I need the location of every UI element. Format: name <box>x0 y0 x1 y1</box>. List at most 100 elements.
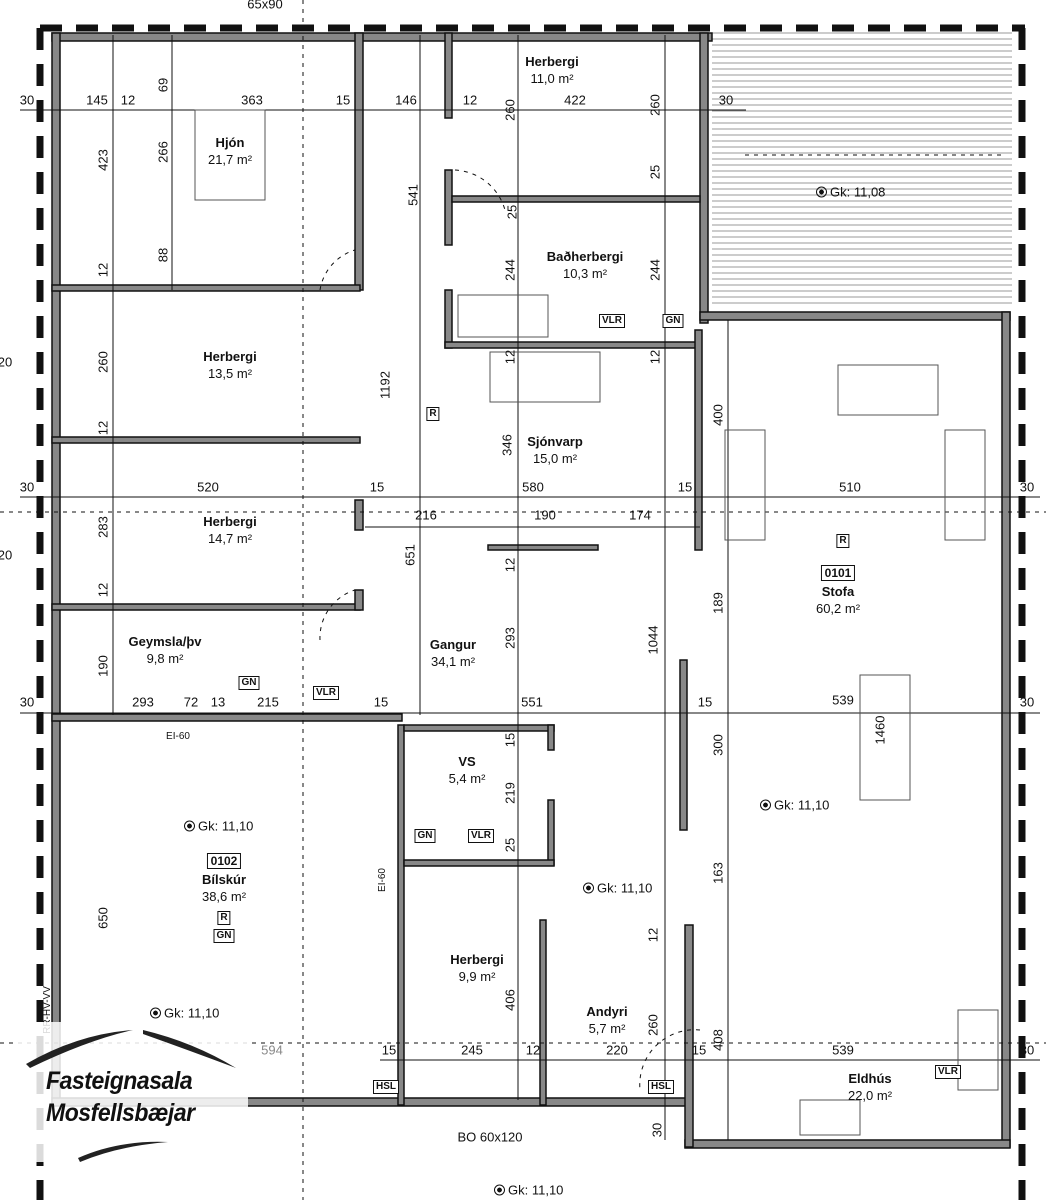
room-name: VS <box>458 754 476 769</box>
fire-rating-label: EI-60 <box>377 868 388 892</box>
room-name: Herbergi <box>450 952 504 967</box>
level-marker: Gk: 11,10 <box>583 881 652 896</box>
tag-gn: GN <box>414 829 436 843</box>
room-herbergi-1: Herbergi 11,0 m² <box>525 53 578 87</box>
room-area: 13,5 m² <box>207 366 253 381</box>
dimension: 163 <box>710 862 726 884</box>
dimension: 145 <box>86 92 108 108</box>
room-area: 9,9 m² <box>458 969 496 984</box>
dimension: 539 <box>832 1042 854 1058</box>
dimension: 1192 <box>377 371 393 399</box>
level-marker-icon <box>184 820 195 832</box>
dimension: 20 <box>0 354 13 370</box>
dimension: 580 <box>522 479 544 495</box>
dimension: 260 <box>647 94 663 116</box>
dimension: 12 <box>120 92 136 108</box>
dimension: 12 <box>645 927 661 943</box>
dimension: 1044 <box>645 625 661 655</box>
wall-segments <box>51 32 1011 1149</box>
dimension: 422 <box>564 92 586 108</box>
room-number: 0102 <box>206 853 242 869</box>
dimension: 15 <box>502 732 518 748</box>
room-name: Andyri <box>586 1004 628 1019</box>
room-herbergi-2: Herbergi 13,5 m² <box>203 348 256 382</box>
dimension: 72 <box>183 694 199 710</box>
room-herbergi-4: Herbergi 9,9 m² <box>450 951 503 985</box>
room-eldhus: Eldhús 22,0 m² <box>848 1070 892 1104</box>
room-name: Herbergi <box>203 514 257 529</box>
dimension: 215 <box>257 694 279 710</box>
level-marker-icon <box>760 799 771 811</box>
dimension: 541 <box>405 184 421 206</box>
dimension: 260 <box>645 1014 661 1036</box>
dimension: 15 <box>697 694 713 710</box>
level-value: Gk: 11,10 <box>597 880 653 896</box>
room-name: Geymsla/þv <box>128 634 202 649</box>
dimension: 244 <box>502 259 518 281</box>
dimension: 520 <box>197 479 219 495</box>
room-area: 22,0 m² <box>847 1088 893 1103</box>
tag-vlr: VLR <box>468 829 494 843</box>
room-hjon: Hjón 21,7 m² <box>208 134 252 168</box>
dimension: 510 <box>839 479 861 495</box>
tag-vlr: VLR <box>313 686 339 700</box>
realtor-logo: Fasteignasala Mosfellsbæjar <box>18 1022 248 1162</box>
dimension: 300 <box>710 734 726 756</box>
dimension: 30 <box>718 92 734 108</box>
dimension: 30 <box>19 92 35 108</box>
dimension: 346 <box>499 434 515 456</box>
tag-vlr: VLR <box>599 314 625 328</box>
room-area: 11,0 m² <box>530 71 574 86</box>
room-area: 21,7 m² <box>207 152 253 167</box>
logo-line1: Fasteignasala <box>46 1067 193 1095</box>
dimension-lines <box>20 35 1040 1140</box>
dimension: 219 <box>502 782 518 804</box>
dimension: 651 <box>402 544 418 566</box>
dimension: 12 <box>95 262 111 278</box>
level-marker-icon <box>583 882 594 894</box>
dimension: 190 <box>534 507 556 523</box>
room-name: Sjónvarp <box>527 434 583 449</box>
room-name: Stofa <box>821 584 855 599</box>
dimension: 30 <box>1019 1042 1035 1058</box>
level-marker: Gk: 11,10 <box>184 819 253 834</box>
room-name: Baðherbergi <box>546 249 624 264</box>
room-name: Herbergi <box>203 349 257 364</box>
dimension: 220 <box>606 1042 628 1058</box>
level-marker-icon <box>816 186 827 198</box>
dimension: 406 <box>502 989 518 1011</box>
room-name: Hjón <box>215 135 245 150</box>
window-size-label: 65x90 <box>247 0 283 12</box>
dimension: 25 <box>502 837 518 853</box>
level-marker-icon <box>494 1184 505 1196</box>
dimension: 20 <box>0 547 13 563</box>
level-marker: Gk: 11,08 <box>816 185 885 200</box>
window-size-label: BO 60x120 <box>457 1129 523 1145</box>
dimension: 30 <box>1019 694 1035 710</box>
dimension: 88 <box>155 247 171 263</box>
dimension: 539 <box>832 692 854 708</box>
room-number: 0101 <box>820 565 856 581</box>
room-area: 38,6 m² <box>201 889 247 904</box>
dimension: 12 <box>462 92 478 108</box>
level-marker: Gk: 11,10 <box>150 1006 219 1021</box>
dimension: 266 <box>155 141 171 163</box>
roof-icon <box>26 1030 236 1162</box>
tag-r: R <box>426 407 440 421</box>
dimension: 12 <box>525 1042 541 1058</box>
dimension: 25 <box>504 204 520 220</box>
room-name: Herbergi <box>525 54 579 69</box>
room-name: Eldhús <box>848 1071 892 1086</box>
level-value: Gk: 11,10 <box>774 797 830 813</box>
fire-rating-label: EI-60 <box>166 731 190 742</box>
